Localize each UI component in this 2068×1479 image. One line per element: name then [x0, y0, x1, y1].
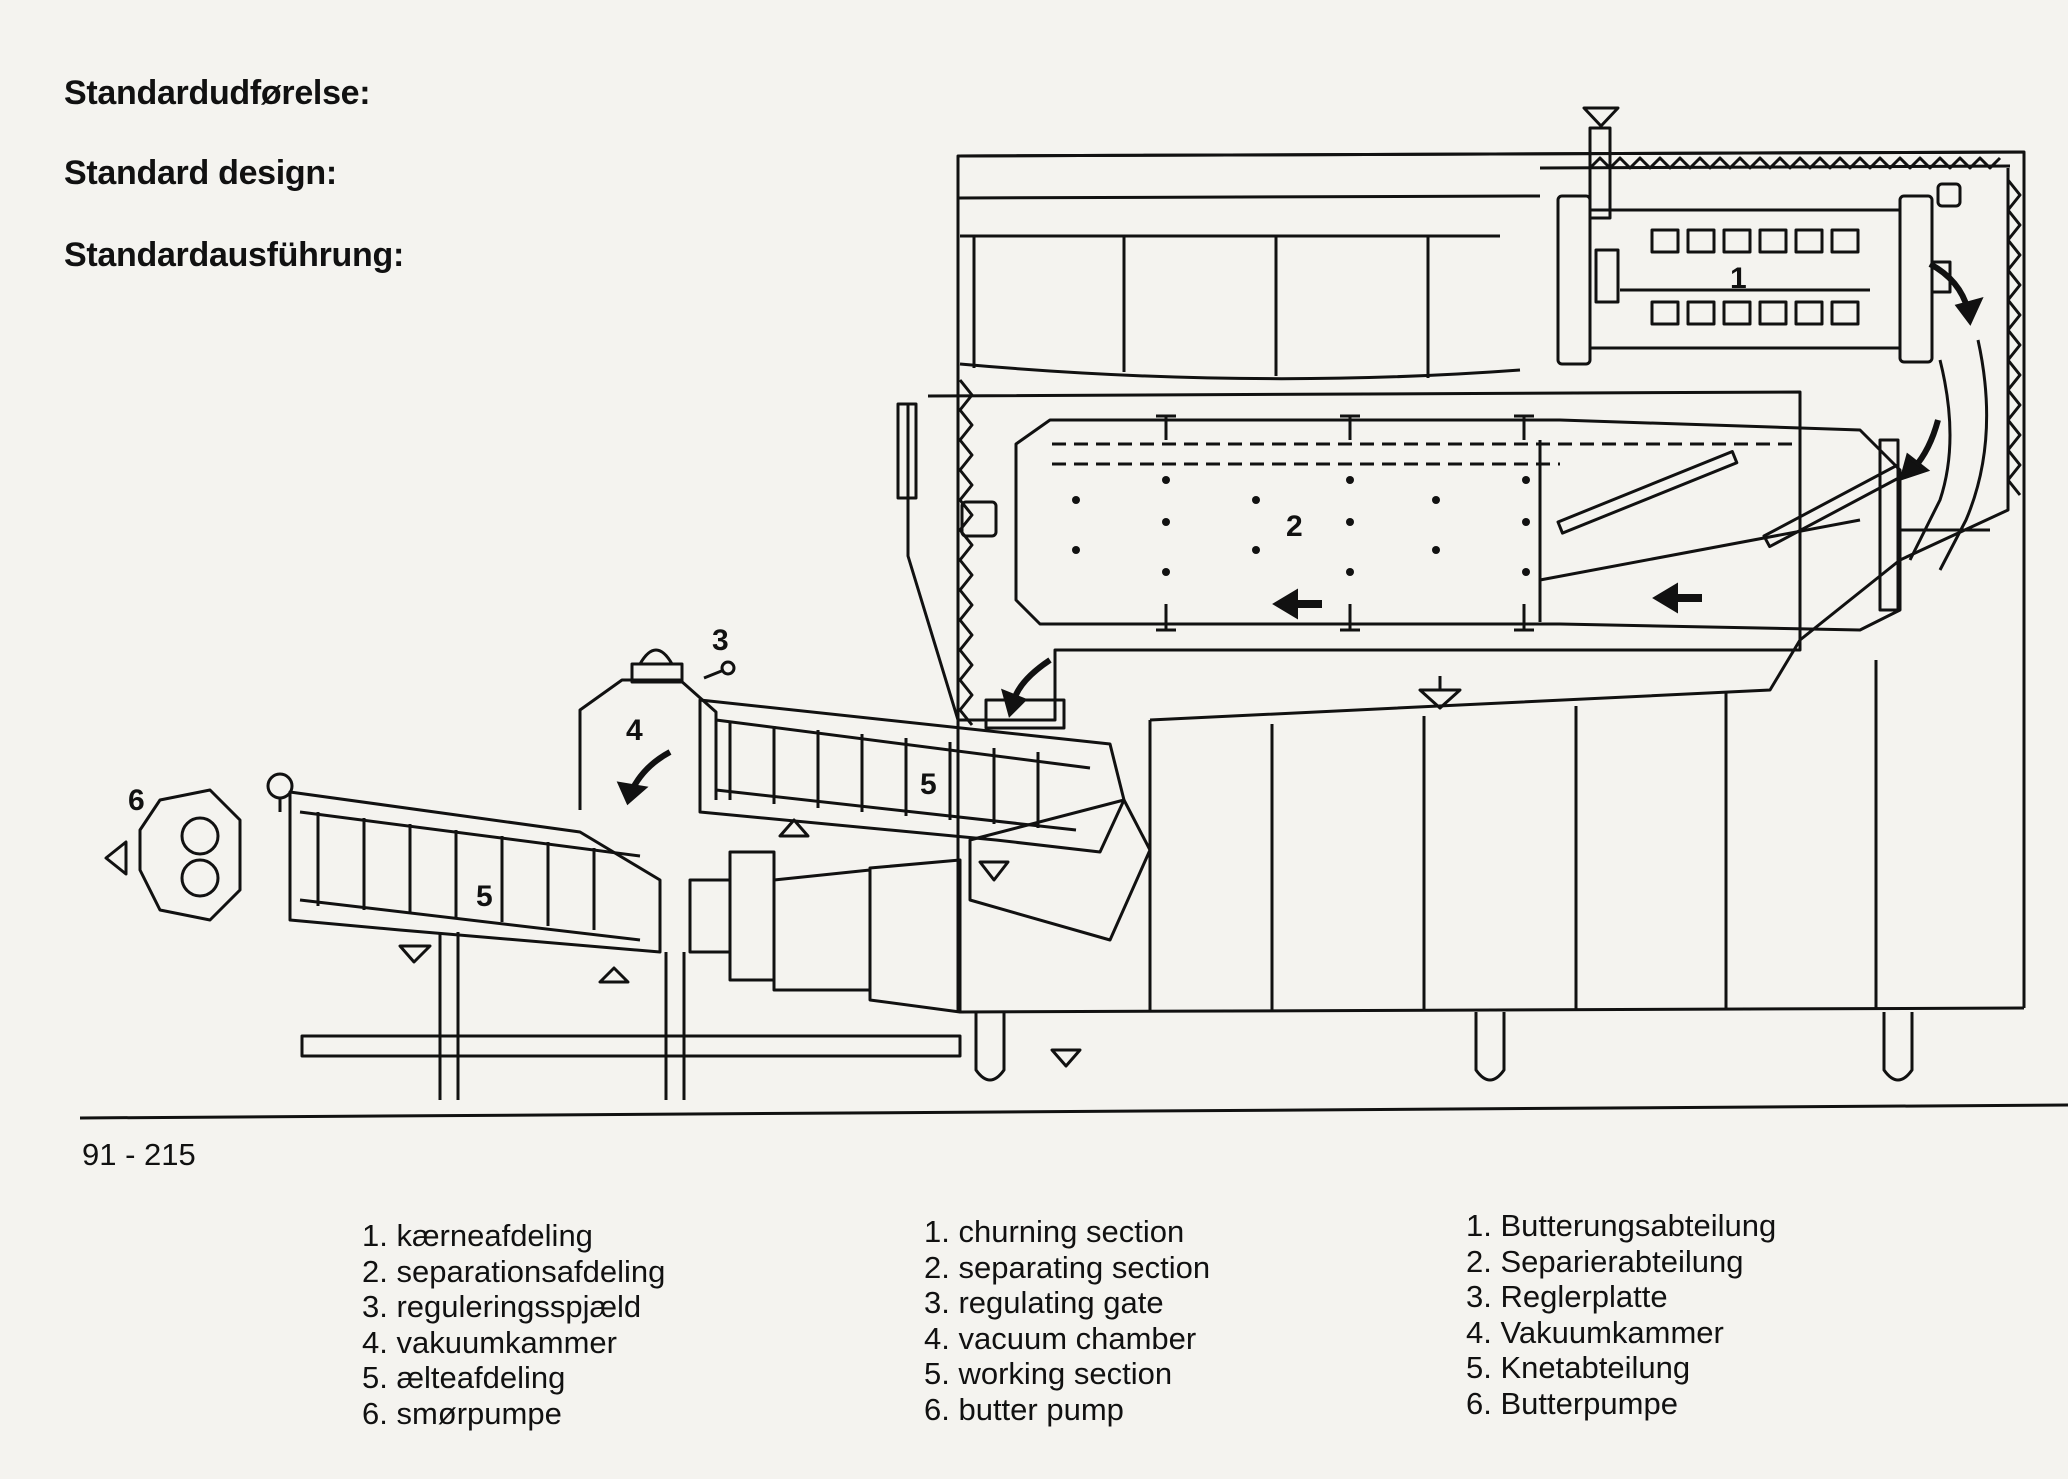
callout-3: 3 — [712, 624, 729, 657]
legend-item: 5. ælteafdeling — [362, 1360, 566, 1395]
legend-item: 6. butter pump — [924, 1391, 1124, 1427]
legend-item: 2. separating section — [924, 1249, 1211, 1285]
legend-item: 5. working section — [924, 1356, 1173, 1391]
legend-german: 1. Butterungsabteilung 2. Separierabteil… — [1466, 1208, 1776, 1421]
flow-arrow-icon — [629, 749, 672, 792]
machine-cabinet — [956, 150, 2026, 1014]
legend-item: 2. separationsafdeling — [362, 1253, 666, 1289]
legend-item: 4. Vakuumkammer — [1466, 1314, 1724, 1350]
floor-line — [79, 1103, 2068, 1120]
legend-item: 4. vacuum chamber — [924, 1320, 1197, 1356]
callout-1: 1 — [1730, 262, 1747, 295]
legend-item: 1. kærneafdeling — [362, 1218, 593, 1253]
callouts: 1 2 3 4 5 5 6 — [128, 262, 1747, 913]
callout-4: 4 — [626, 714, 643, 747]
lower-working-section — [288, 790, 962, 1014]
butter-pump — [104, 772, 294, 922]
flow-arrow-icon — [1911, 419, 1941, 470]
heading-german: Standardausführung: — [64, 236, 404, 274]
legend-item: 5. Knetabteilung — [1466, 1350, 1691, 1385]
legend-item: 3. regulating gate — [924, 1285, 1164, 1320]
callout-6: 6 — [128, 784, 145, 817]
flow-arrow-icon — [1011, 657, 1052, 702]
callout-2: 2 — [1286, 510, 1303, 543]
legend-danish: 1. kærneafdeling 2. separationsafdeling … — [362, 1218, 665, 1431]
legend-english: 1. churning section 2. separating sectio… — [924, 1214, 1210, 1427]
heading-english: Standard design: — [64, 154, 337, 192]
legend-item: 6. Butterpumpe — [1466, 1385, 1678, 1421]
legend-item: 4. vakuumkammer — [362, 1324, 617, 1360]
vacuum-chamber — [578, 648, 736, 810]
churning-section — [1556, 106, 1989, 571]
separating-section — [896, 390, 1990, 722]
legend-item: 1. Butterungsabteilung — [1466, 1208, 1777, 1243]
flow-arrow-icon — [1652, 582, 1678, 614]
legend-item: 3. reguleringsspjæld — [362, 1289, 642, 1324]
legend-item: 6. smørpumpe — [362, 1395, 562, 1431]
legend-item: 3. Reglerplatte — [1466, 1279, 1668, 1314]
callout-5-lower: 5 — [476, 880, 493, 913]
flow-arrow-icon — [1272, 588, 1298, 620]
figure-number: 91 - 215 — [82, 1137, 196, 1172]
machine-legs — [300, 818, 1914, 1100]
legend-item: 1. churning section — [924, 1214, 1185, 1249]
heading-danish: Standardudførelse: — [64, 74, 371, 112]
flow-arrows — [616, 261, 1984, 806]
legend-item: 2. Separierabteilung — [1466, 1243, 1744, 1279]
callout-5-upper: 5 — [920, 768, 937, 801]
upper-working-section — [698, 698, 1152, 942]
